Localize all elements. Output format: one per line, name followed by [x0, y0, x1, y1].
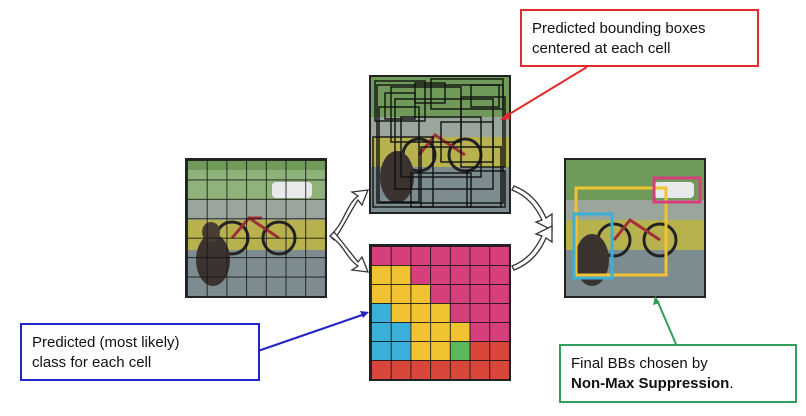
final-pointer-head-icon: [653, 296, 660, 305]
bbox-dog: [572, 212, 614, 280]
final-photo: [566, 160, 704, 296]
final-boxes: [572, 176, 702, 280]
classes-callout-line2: class for each cell: [32, 354, 152, 371]
merge-arrow-top-icon: [511, 185, 553, 232]
final-pointer: [656, 299, 677, 345]
split-arrow-down-icon: [328, 231, 370, 273]
boxes-pointer-head-icon: [500, 112, 511, 120]
final-callout-line1: Final BBs chosen by: [571, 355, 708, 372]
bbox-photo: [371, 77, 509, 212]
boxes-pointer: [502, 66, 588, 119]
final-callout-end: .: [729, 375, 734, 392]
merge-arrow-bottom-icon: [511, 224, 553, 271]
bbox-bicycle: [574, 186, 668, 277]
boxes-callout-line2: centered at each cell: [532, 40, 671, 57]
boxes-callout-line1: Predicted bounding boxes: [532, 20, 706, 37]
split-arrow-up-icon: [329, 189, 370, 242]
classes-pointer: [257, 313, 366, 352]
final-callout-line2: Non-Max Suppression.: [571, 374, 785, 394]
classes-pointer-head-icon: [360, 311, 369, 318]
class-map-panel: [369, 244, 511, 381]
final-callout: Final BBs chosen by Non-Max Suppression.: [559, 344, 797, 403]
input-grid: [187, 160, 325, 296]
bbox-image-panel: [369, 75, 511, 214]
classes-callout-line1: Predicted (most likely): [32, 334, 180, 351]
final-callout-bold: Non-Max Suppression: [571, 375, 730, 392]
input-image-panel: [185, 158, 327, 298]
final-image-panel: [564, 158, 706, 298]
classes-callout: Predicted (most likely) class for each c…: [20, 323, 260, 381]
boxes-callout: Predicted bounding boxes centered at eac…: [520, 9, 759, 67]
bbox-car: [652, 176, 702, 204]
class-grid: [371, 246, 509, 379]
